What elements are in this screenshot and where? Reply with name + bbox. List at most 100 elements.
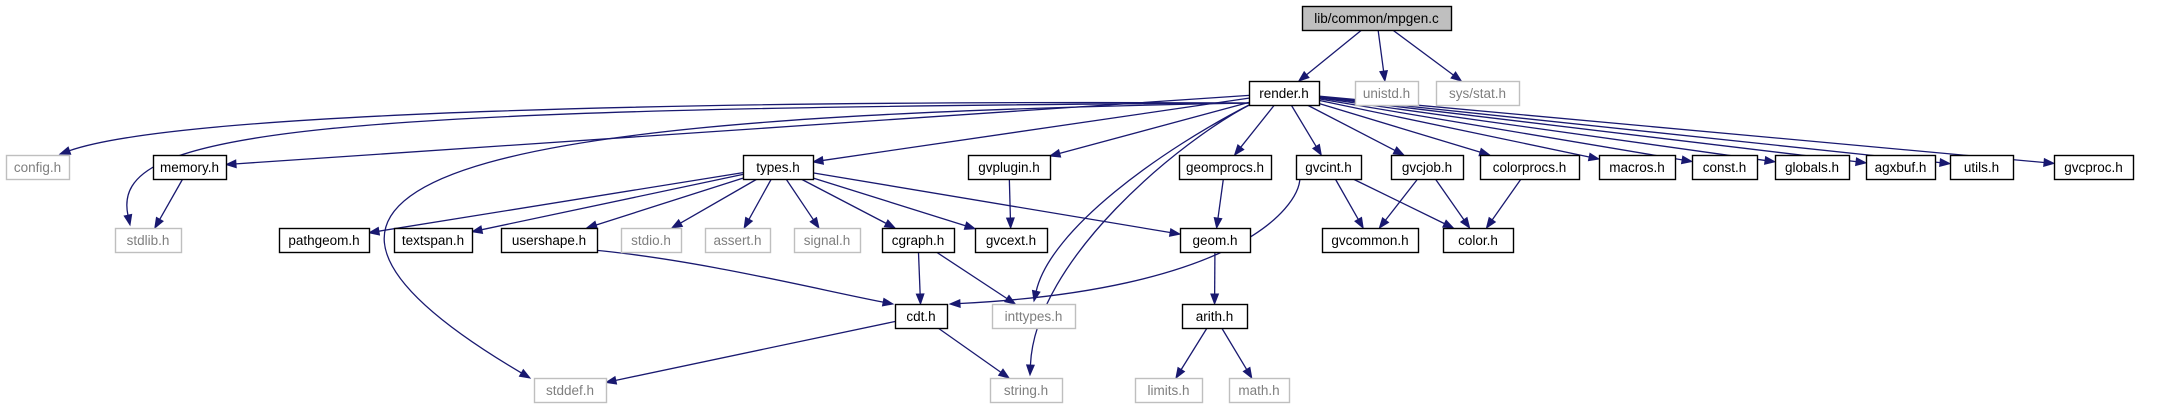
edge-render-h-to-const-h-line xyxy=(1318,98,1683,161)
node-cgraph-h-label: cgraph.h xyxy=(892,233,945,248)
node-usershape-h[interactable]: usershape.h xyxy=(500,227,599,254)
node-config-h: config.h xyxy=(5,154,71,181)
node-sys-stat-h: sys/stat.h xyxy=(1435,80,1521,107)
edge-render-h-to-string-h-arrowhead xyxy=(1025,364,1035,377)
edge-cdt-h-to-stddef-h-line xyxy=(615,320,896,381)
node-utils-h[interactable]: utils.h xyxy=(1949,154,2015,181)
edge-render-h-to-memory-h-arrowhead xyxy=(224,159,237,169)
node-textspan-h[interactable]: textspan.h xyxy=(393,227,474,254)
edge-types-h-to-geom-h xyxy=(812,172,1182,237)
edge-render-h-to-const-h-arrowhead xyxy=(1680,155,1694,165)
edge-cgraph-h-to-cdt-h-arrowhead xyxy=(915,293,925,306)
node-colorprocs-h[interactable]: colorprocs.h xyxy=(1479,154,1581,181)
edge-render-h-to-stdlib-h-line xyxy=(126,102,1254,216)
edge-render-h-to-utils-h xyxy=(1318,96,1952,168)
edge-types-h-to-gvcext-h-arrowhead xyxy=(963,221,977,230)
edge-cdt-h-to-string-h-line xyxy=(937,327,1002,373)
node-signal-h-box xyxy=(793,227,862,254)
node-gvcjob-h-box xyxy=(1390,154,1465,181)
node-pathgeom-h-label: pathgeom.h xyxy=(288,233,359,248)
node-macros-h[interactable]: macros.h xyxy=(1598,154,1677,181)
node-gvcommon-h-label: gvcommon.h xyxy=(1331,233,1408,248)
node-types-h-label: types.h xyxy=(756,160,800,175)
edge-arith-h-to-math-h-line xyxy=(1221,327,1248,370)
node-types-h[interactable]: types.h xyxy=(742,154,815,181)
node-color-h-box xyxy=(1442,227,1515,254)
edge-cgraph-h-to-inttypes-h-line xyxy=(935,251,1008,300)
node-const-h[interactable]: const.h xyxy=(1691,154,1759,181)
node-memory-h-label: memory.h xyxy=(160,160,219,175)
node-mpgen-c[interactable]: lib/common/mpgen.c xyxy=(1301,5,1453,32)
node-color-h-label: color.h xyxy=(1458,233,1498,248)
edge-render-h-to-config-h-arrowhead xyxy=(58,146,72,155)
edge-render-h-to-stddef-h xyxy=(383,102,1254,379)
node-gvcjob-h[interactable]: gvcjob.h xyxy=(1390,154,1465,181)
edge-render-h-to-inttypes-h-arrowhead xyxy=(1031,289,1041,303)
node-memory-h[interactable]: memory.h xyxy=(152,154,228,181)
edge-render-h-to-stddef-h-line xyxy=(383,102,1254,374)
node-gvcproc-h-box xyxy=(2053,154,2135,181)
node-globals-h[interactable]: globals.h xyxy=(1774,154,1851,181)
edge-usershape-h-to-cdt-h-arrowhead xyxy=(881,297,895,307)
edge-memory-h-to-stdlib-h-line xyxy=(159,178,184,220)
node-mpgen-c-box xyxy=(1301,5,1453,32)
node-math-h-label: math.h xyxy=(1238,383,1279,398)
node-gvcint-h-box xyxy=(1295,154,1363,181)
node-arith-h[interactable]: arith.h xyxy=(1181,303,1249,330)
node-color-h[interactable]: color.h xyxy=(1442,227,1515,254)
edge-render-h-to-macros-h-line xyxy=(1318,99,1590,158)
edge-cgraph-h-to-inttypes-h xyxy=(935,251,1017,305)
node-gvcproc-h[interactable]: gvcproc.h xyxy=(2053,154,2135,181)
edge-mpgen-c-to-render-h xyxy=(1297,29,1363,82)
node-limits-h-box xyxy=(1134,377,1204,404)
node-render-h-box xyxy=(1248,80,1321,107)
node-math-h-box xyxy=(1228,377,1291,404)
node-limits-h-label: limits.h xyxy=(1147,383,1189,398)
edge-types-h-to-signal-h-line xyxy=(785,178,814,221)
edge-usershape-h-to-cdt-h-line xyxy=(592,249,884,303)
edge-gvcjob-h-to-color-h xyxy=(1434,178,1471,230)
node-unistd-h-label: unistd.h xyxy=(1363,86,1410,101)
edge-cdt-h-to-string-h-arrowhead xyxy=(997,368,1011,379)
edge-arith-h-to-limits-h-line xyxy=(1180,327,1208,370)
edge-render-h-to-gvplugin-h-arrowhead xyxy=(1048,148,1062,158)
edge-render-h-to-gvcproc-h-line xyxy=(1318,95,2045,164)
node-geomprocs-h[interactable]: geomprocs.h xyxy=(1178,154,1273,181)
node-stdlib-h: stdlib.h xyxy=(114,227,183,254)
edge-mpgen-c-to-sys-stat-h xyxy=(1392,29,1463,82)
edge-cgraph-h-to-inttypes-h-arrowhead xyxy=(1004,294,1017,305)
edge-gvcint-h-to-cdt-h-arrowhead xyxy=(948,298,961,308)
edge-render-h-to-stdlib-h-arrowhead xyxy=(123,213,133,227)
node-gvplugin-h[interactable]: gvplugin.h xyxy=(967,154,1052,181)
edge-types-h-to-signal-h-arrowhead xyxy=(809,216,820,230)
edge-mpgen-c-to-unistd-h-line xyxy=(1377,29,1385,72)
node-math-h: math.h xyxy=(1228,377,1291,404)
edge-colorprocs-h-to-color-h xyxy=(1485,178,1522,230)
edge-usershape-h-to-cdt-h xyxy=(592,249,895,307)
node-gvcext-h[interactable]: gvcext.h xyxy=(974,227,1049,254)
node-agxbuf-h[interactable]: agxbuf.h xyxy=(1865,154,1937,181)
node-cgraph-h-box xyxy=(881,227,956,254)
edge-arith-h-to-math-h xyxy=(1221,327,1253,380)
node-cgraph-h[interactable]: cgraph.h xyxy=(881,227,956,254)
node-gvcint-h[interactable]: gvcint.h xyxy=(1295,154,1363,181)
node-cdt-h[interactable]: cdt.h xyxy=(894,303,949,330)
edge-types-h-to-signal-h xyxy=(785,178,820,230)
node-geom-h[interactable]: geom.h xyxy=(1179,227,1252,254)
node-gvcommon-h[interactable]: gvcommon.h xyxy=(1321,227,1420,254)
node-pathgeom-h-box xyxy=(278,227,371,254)
edge-render-h-to-gvcint-h-arrowhead xyxy=(1311,143,1323,157)
edge-types-h-to-pathgeom-h-arrowhead xyxy=(367,226,381,236)
node-render-h[interactable]: render.h xyxy=(1248,80,1321,107)
edge-render-h-to-const-h xyxy=(1318,98,1694,165)
edge-types-h-to-gvcext-h xyxy=(812,177,977,230)
edge-types-h-to-stdio-h-line xyxy=(680,178,758,224)
edge-types-h-to-assert-h-arrowhead xyxy=(743,216,754,230)
node-limits-h: limits.h xyxy=(1134,377,1204,404)
node-pathgeom-h[interactable]: pathgeom.h xyxy=(278,227,371,254)
edge-cgraph-h-to-cdt-h-line xyxy=(917,251,921,295)
node-memory-h-box xyxy=(152,154,228,181)
node-gvplugin-h-label: gvplugin.h xyxy=(978,160,1040,175)
edges-layer xyxy=(58,29,2056,385)
edge-render-h-to-types-h-line xyxy=(822,97,1250,162)
